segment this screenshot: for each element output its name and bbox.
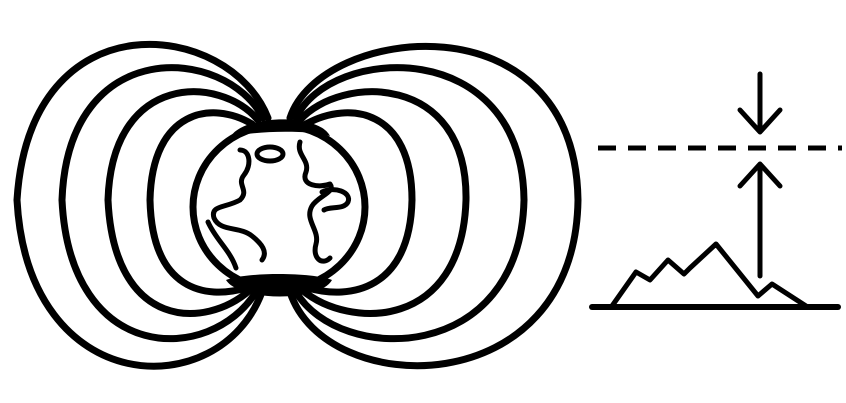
- earth-globe: [193, 119, 365, 296]
- arrow-down: [740, 74, 780, 132]
- magnetic-field-panel: [17, 44, 578, 366]
- island: [257, 147, 283, 161]
- continent-right: [299, 142, 331, 261]
- arrow-up: [740, 164, 780, 276]
- mountain-outline: [612, 244, 806, 306]
- altitude-panel: [592, 74, 842, 307]
- continent-east: [322, 190, 349, 210]
